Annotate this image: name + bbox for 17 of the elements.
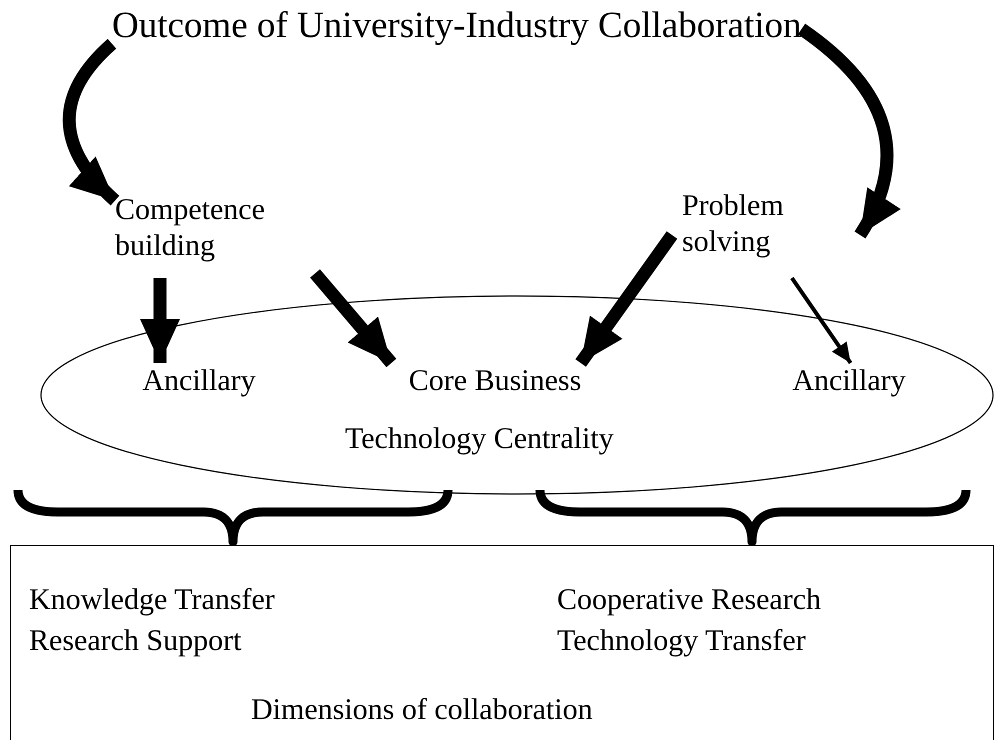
arrow [790, 276, 852, 364]
centrality-label: Ancillary [776, 363, 922, 403]
dimension-list: Cooperative Research Technology Transfer [557, 580, 917, 661]
heading-text: Outcome of University-Industry Collaboration [112, 4, 802, 52]
outcome-label: Competence building [115, 192, 315, 278]
arrow [575, 231, 678, 367]
dimension-list: Knowledge Transfer Research Support [29, 580, 329, 661]
centrality-label: Ancillary [126, 363, 272, 403]
ellipse-label: Technology Centrality [345, 421, 614, 457]
dimensions-panel [10, 545, 994, 740]
centrality-label: Core Business [383, 363, 607, 403]
outcome-label: Problem solving [682, 188, 860, 278]
arrow [62, 39, 120, 206]
arrow [140, 278, 180, 363]
arrow [310, 269, 396, 368]
arrow [798, 24, 900, 238]
panel-title: Dimensions of collaboration [251, 692, 594, 728]
